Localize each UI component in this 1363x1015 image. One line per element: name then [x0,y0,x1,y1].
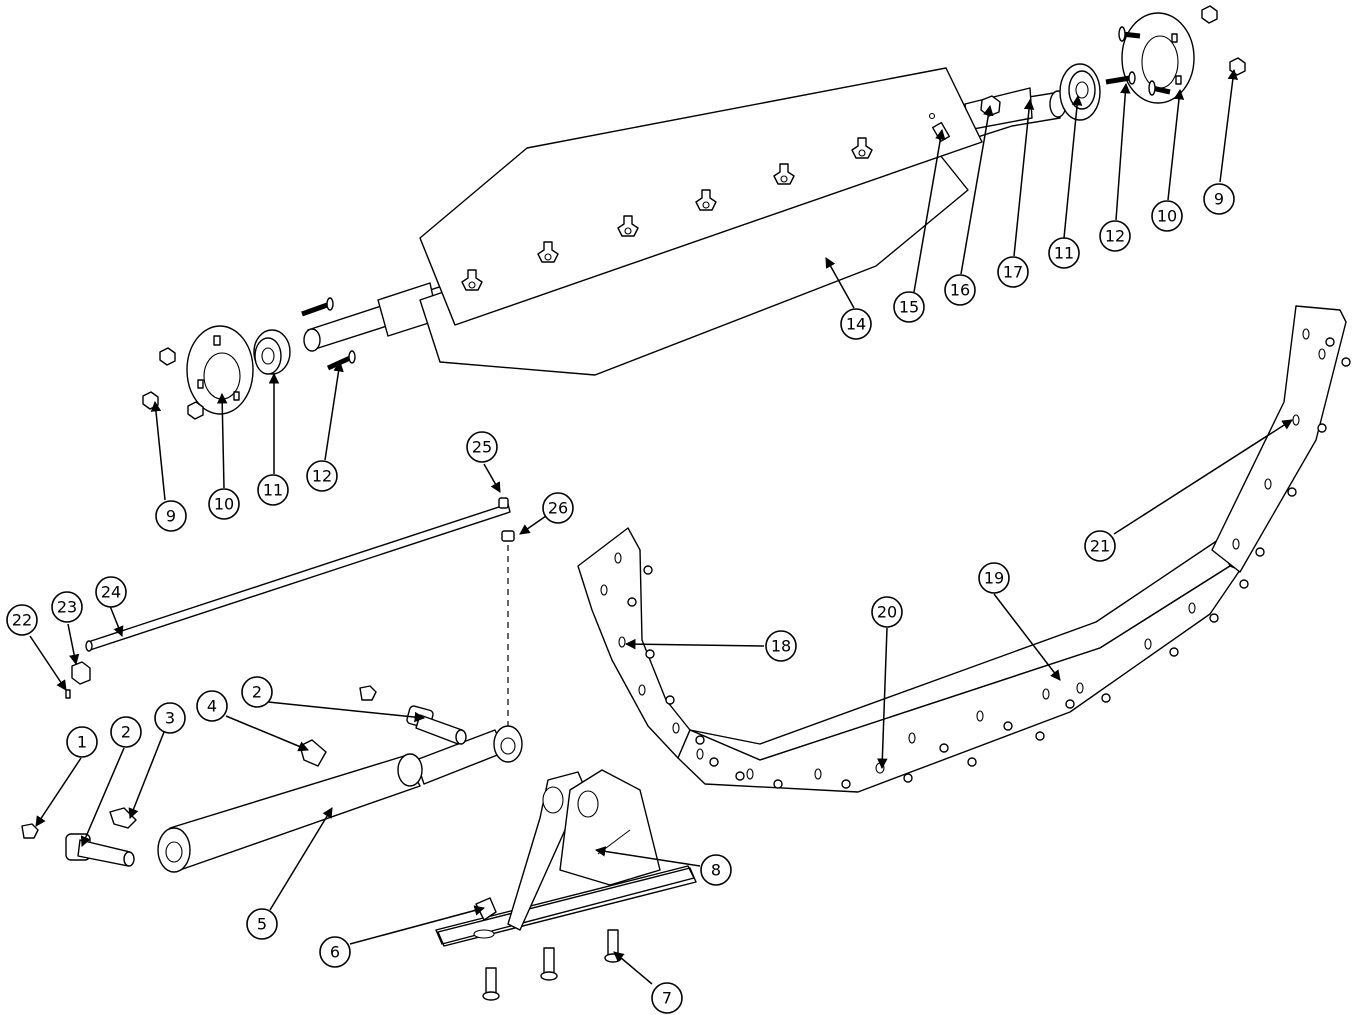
svg-text:18: 18 [771,637,791,656]
guard-segment-18 [577,527,691,759]
fitting-25 [498,497,509,509]
callout-14: 14 [840,308,872,340]
callout-18: 18 [765,630,797,662]
callout-15: 15 [893,291,925,323]
callout-19: 19 [978,562,1010,594]
screws-7 [482,929,622,1001]
svg-text:14: 14 [846,315,866,334]
callout-21: 21 [1084,530,1116,562]
flange-10-left [186,325,254,415]
callout-12-right: 12 [1099,220,1131,252]
pin-22 [65,689,71,699]
svg-text:23: 23 [57,598,77,617]
svg-text:20: 20 [877,603,897,622]
callout-24: 24 [95,576,127,608]
svg-text:21: 21 [1090,537,1110,556]
pin-2-lower [65,833,135,867]
callout-7: 7 [651,982,683,1014]
callout-12-left: 12 [306,460,338,492]
svg-text:11: 11 [1054,244,1074,263]
callout-25: 25 [466,431,498,463]
leader-lines [29,68,1293,985]
svg-text:10: 10 [1157,207,1177,226]
svg-text:15: 15 [899,298,919,317]
callout-20: 20 [871,596,903,628]
nuts-9-left [142,347,204,420]
svg-text:6: 6 [330,943,340,962]
bearing-11-left [253,329,291,375]
callout-1: 1 [66,726,98,758]
svg-text:1: 1 [77,733,87,752]
callout-10-left: 10 [208,488,240,520]
svg-text:9: 9 [166,507,176,526]
callout-8: 8 [700,854,732,886]
bolt-small-top [359,685,377,701]
bearing-11-right [1059,63,1101,121]
bolt-12-left [301,297,356,371]
bolt-1 [21,823,39,839]
callout-5: 5 [246,908,278,940]
curved-guard-assembly [577,305,1351,793]
callout-23: 23 [51,591,83,623]
callouts: 1 2 2 3 4 5 6 7 8 9 9 10 10 11 11 12 12 … [6,183,1235,1014]
nuts-9-right [1201,5,1246,76]
svg-text:5: 5 [257,915,267,934]
svg-text:24: 24 [101,583,121,602]
callout-16: 16 [944,274,976,306]
callout-4: 4 [196,690,228,722]
callout-2-upper: 2 [241,676,273,708]
rod-24 [87,503,511,651]
guard-holes [600,328,1326,780]
left-bearing-flange-group [142,297,356,420]
blade-wing-bolts [461,137,873,291]
mount-bracket [435,769,697,947]
svg-text:8: 8 [711,861,721,880]
cap-26 [501,530,515,542]
callout-11-right: 11 [1048,237,1080,269]
callout-26: 26 [542,492,574,524]
nut-23 [71,661,91,685]
svg-text:26: 26 [548,499,568,518]
callout-10-right: 10 [1151,200,1183,232]
svg-text:12: 12 [1105,227,1125,246]
right-bearing-flange-group [1059,5,1246,121]
callout-6: 6 [319,936,351,968]
callout-11-left: 11 [257,474,289,506]
svg-text:19: 19 [984,569,1004,588]
pin-2-upper [406,705,467,745]
callout-9-right: 9 [1203,183,1235,215]
svg-text:10: 10 [214,495,234,514]
svg-text:16: 16 [950,281,970,300]
callout-17: 17 [997,256,1029,288]
fitting-3 [109,807,137,829]
svg-text:12: 12 [312,467,332,486]
svg-text:9: 9 [1214,190,1224,209]
svg-text:3: 3 [165,709,175,728]
callout-9-left: 9 [155,500,187,532]
guard-segment-21 [1211,305,1347,573]
svg-text:4: 4 [207,697,217,716]
rod-24-group [65,497,515,728]
callout-22: 22 [6,604,38,636]
bolt-12-right [1105,26,1171,96]
hex-nut-16 [980,95,1001,117]
blade-assembly [303,67,1067,376]
hydraulic-cylinder-5 [157,725,523,873]
callout-3: 3 [154,702,186,734]
fitting-4 [299,739,327,767]
svg-text:11: 11 [263,481,283,500]
svg-text:22: 22 [12,611,32,630]
svg-text:17: 17 [1003,263,1023,282]
svg-text:2: 2 [252,683,262,702]
svg-text:25: 25 [472,438,492,457]
guard-bolts [627,337,1351,789]
svg-text:2: 2 [121,723,131,742]
svg-text:7: 7 [662,989,672,1008]
callout-2-lower: 2 [110,716,142,748]
